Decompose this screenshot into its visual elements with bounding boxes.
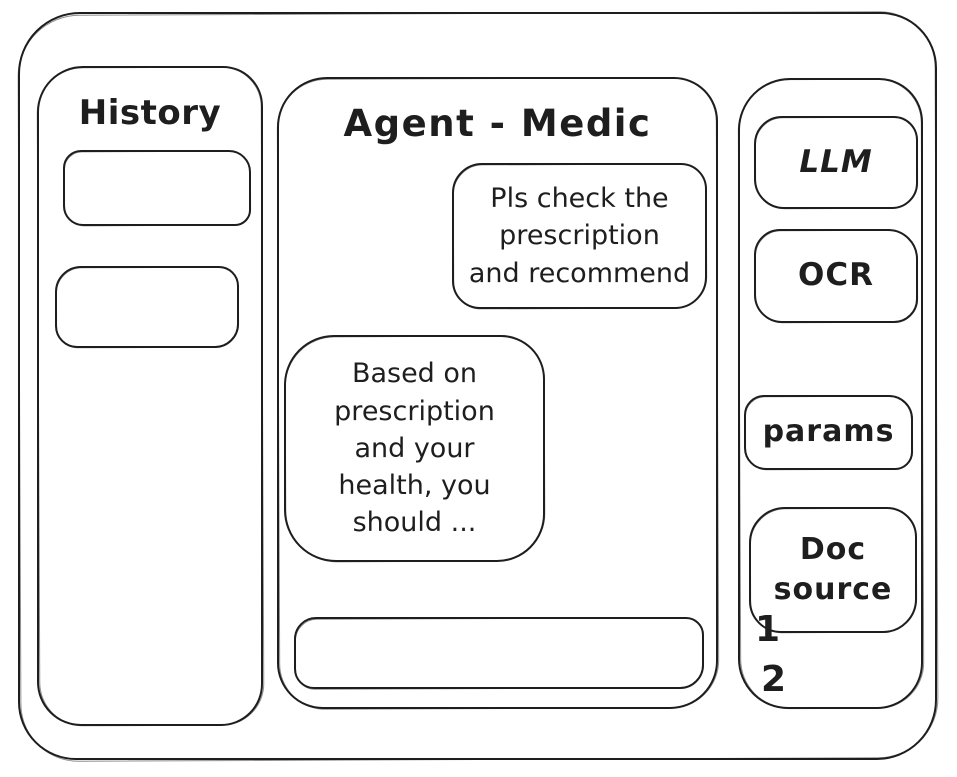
llm-button-label: LLM [799, 143, 873, 180]
history-panel: History [37, 66, 263, 726]
user-message-bubble: Pls check the prescription and recommend [452, 163, 707, 309]
history-item[interactable] [55, 266, 239, 348]
doc-source-annotation-1: 1 [755, 609, 781, 650]
agent-message-text: Based on prescription and your health, y… [334, 358, 495, 539]
history-item[interactable] [63, 150, 251, 226]
chat-title: Agent - Medic [343, 102, 652, 145]
chat-panel: Agent - Medic Pls check the prescription… [277, 77, 718, 709]
history-title: History [78, 93, 222, 133]
params-button-label: params [762, 414, 895, 450]
llm-button[interactable]: LLM [754, 116, 918, 209]
doc-source-annotation-2: 2 [761, 659, 787, 700]
user-message-text: Pls check the prescription and recommend [468, 183, 691, 289]
doc-source-button[interactable]: Doc source [749, 507, 917, 633]
ocr-button-label: OCR [798, 257, 874, 294]
ocr-button[interactable]: OCR [754, 229, 918, 323]
doc-source-button-label: Doc source [773, 531, 893, 608]
params-button[interactable]: params [744, 395, 913, 470]
tools-panel: LLM OCR params Doc source 1 2 [738, 78, 923, 709]
chat-input[interactable] [294, 617, 704, 689]
agent-message-bubble: Based on prescription and your health, y… [284, 335, 545, 562]
